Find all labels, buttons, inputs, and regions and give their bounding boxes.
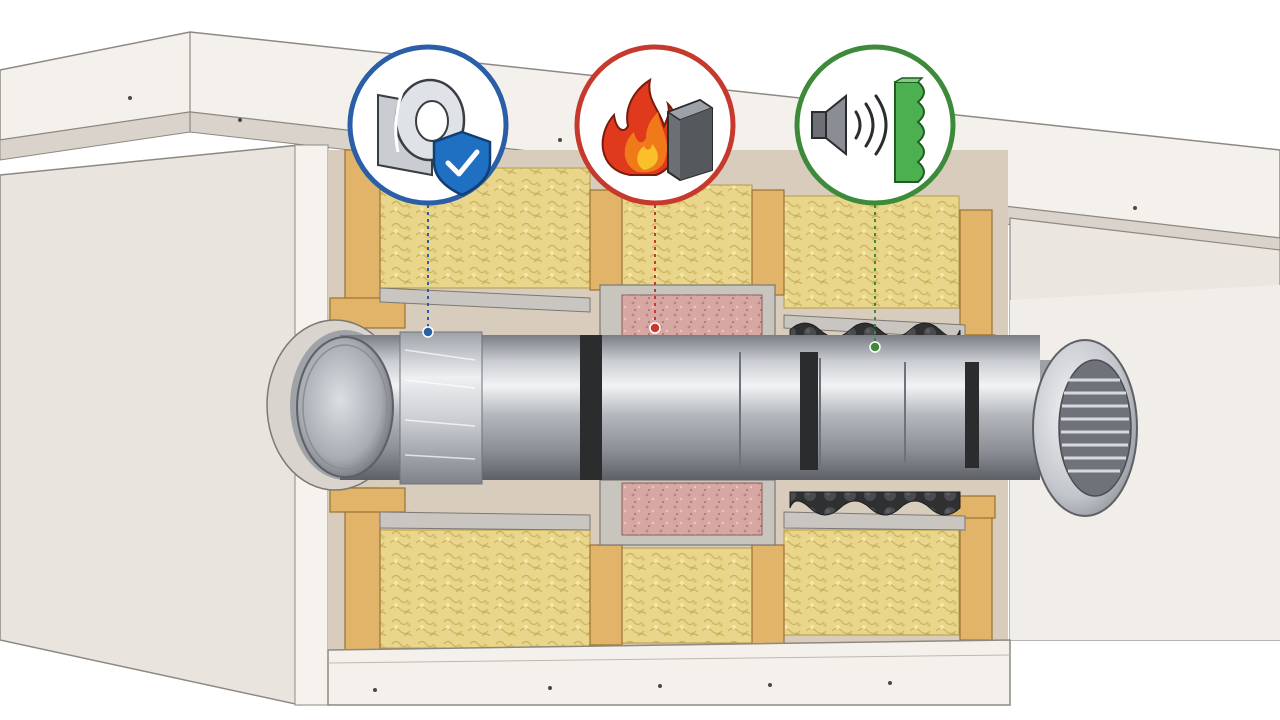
callout-seal [350,47,506,203]
round-vent-grille [1033,340,1137,516]
callout-fire [577,47,733,203]
callout-sound [797,47,953,203]
duct-open-end [297,337,393,477]
fire-block-icon [668,100,712,180]
foil-tape-seal-wrap [400,332,482,484]
soffit-bottom-board [328,640,1010,705]
lower-fiberglass-batts [380,530,959,648]
acoustic-foam-icon [895,78,924,182]
